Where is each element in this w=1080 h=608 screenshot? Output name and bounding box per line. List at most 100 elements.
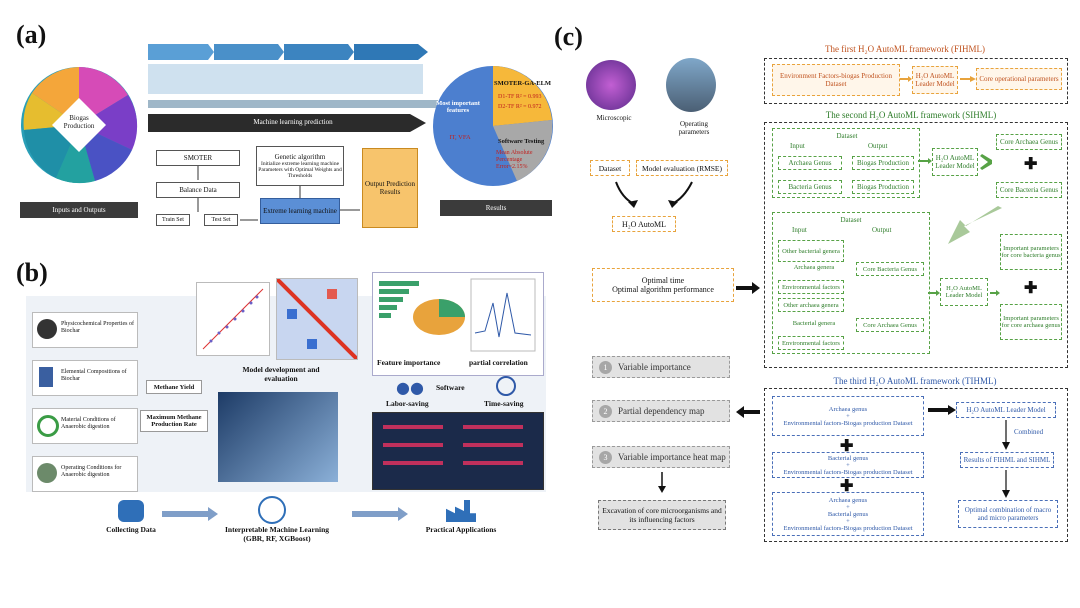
analyzer-icon [39,367,53,387]
pie-testing: Software Testing [498,138,545,145]
plus-sign: + [846,517,850,525]
excavation-box: Excavation of core microorganisms and it… [598,500,726,530]
fihml-core: Core operational parameters [976,68,1062,90]
plus-icon-4: ✚ [840,478,854,495]
panel-label-c: (c) [554,22,583,51]
step-num-3: 3 [599,450,612,464]
sihml-arrows-2 [928,290,1000,296]
pie-features: Most important features [436,100,480,115]
input-card-3: Material Conditions of Anaerobic digesti… [32,408,138,444]
fihml-dataset: Environment Factors-biogas Production Da… [772,64,900,96]
tihml-arrows [928,405,1010,498]
sihml-archaea-g: Archaea genera [793,264,835,271]
correlation-heatmap-thumb [275,277,359,361]
sihml-archaea: Archaea Genus [778,156,842,170]
step-num-2: 2 [599,404,612,418]
ml-arrows-banner: Machine learning prediction [148,40,438,132]
sihml-leader2: H₂O AutoML Leader Model [940,278,988,306]
tihml-combined: Combined [1014,428,1044,436]
input-card-1: Physicochemical Properties of Biochar [32,312,138,348]
stopwatch-icon [496,376,516,396]
b-bottom-arrows [162,507,408,521]
plant-icon [37,463,57,483]
pie-r2a: D1-TF R² = 0.993 [498,94,542,100]
people-icon: ●● [396,378,424,397]
wheel-caption: Inputs and Outputs [20,202,138,218]
input-card-4: Operating Conditions for Anaerobic diges… [32,456,138,492]
sihml-other-bact: Other bacterial genera [778,240,844,262]
sihml-core-bact-genus: Core Bacteria Genus [856,262,924,276]
sihml-dataset2-label: Dataset [840,216,862,224]
sihml-bacteria: Bacteria Genus [778,180,842,194]
tihml-d1: Archaea genus+Environmental factors-Biog… [772,396,924,436]
tihml-results: Results of FIHML and SIHML [960,452,1054,468]
input-label-2: Elemental Compositions of Biochar [61,369,127,382]
sihml-core-archaea: Core Archaea Genus [996,134,1062,150]
tihml-frame [764,388,1068,542]
sihml-dataset-box [772,128,920,198]
sihml-biogas2: Biogas Production [852,180,914,194]
step-label-3: Variable importance heat map [618,452,726,462]
inputs-outputs-wheel: Biogas Production [20,50,138,200]
sihml-biogas1: Biogas Production [852,156,914,170]
optimal-text: Optimal time Optimal algorithm performan… [612,276,714,294]
tihml-d3a: Archaea genus [828,496,868,504]
time-saving-label: Time-saving [484,399,524,408]
input-label-1: Physicochemical Properties of Biochar [61,321,134,334]
brain-icon [258,496,286,524]
tihml-d1a: Archaea genus [828,405,868,413]
b-input-list: Physicochemical Properties of Biochar El… [32,312,138,492]
genetic-desc: Initialize extreme learning machine Para… [258,160,342,180]
input-card-2: Elemental Compositions of Biochar [32,360,138,396]
plus-icon-3: ✚ [840,438,854,455]
h2o-automl-box: H₂O AutoML [612,216,676,232]
ring-icon [37,415,59,437]
c-dataset-box: Dataset [590,160,630,176]
fihml-frame [764,58,1068,104]
labor-saving-label: Labor-saving [386,399,429,408]
microscopic-label: Microscopic [596,114,632,122]
ml-prediction-label: Machine learning prediction [253,118,333,126]
plus-sign: + [846,461,850,469]
operating-label: Operating parameters [678,120,710,137]
plus-sign: + [846,412,850,420]
a-flow-arrows [197,166,360,221]
step-label-2: Partial dependency map [618,406,705,416]
factory-icon [446,500,476,522]
step-label-1: Variable importance [618,362,691,372]
wheel-center-label: Biogas Production [63,114,95,131]
panel-label-a: (a) [16,20,47,49]
plus-icon-2: ✚ [1024,280,1038,297]
practical-label: Practical Applications [425,525,497,534]
sihml-output-label: Output [868,142,888,150]
max-methane-box: Maximum Methane Production Rate [140,410,208,432]
iml-label: Interpretable Machine Learning (GBR, RF,… [224,525,330,543]
sihml-imp-arch: Important parameters for core archaea ge… [1000,304,1062,340]
software-label: Software [436,383,465,392]
pie-mape: Mean Absolute Percentage Error=2.15% [496,150,533,170]
optimal-box: Optimal time Optimal algorithm performan… [592,268,734,302]
tihml-d2b: Environmental factors-Biogas production … [783,468,913,476]
pie-xvar: IT, VFA [449,134,471,141]
methane-yield-box: Methane Yield [146,380,202,394]
genetic-algorithm-box: Genetic algorithm Initialize extreme lea… [256,146,344,186]
tihml-leader: H₂O AutoML Leader Model [956,402,1056,418]
plus-icon-1: ✚ [1024,156,1038,173]
tihml-d1b: Environmental factors-Biogas production … [783,419,913,427]
sihml-bact-g: Bacterial genera [792,320,836,327]
sihml-imp-bact: Important parameters for core bacteria g… [1000,234,1062,270]
output-prediction-box: Output Prediction Results [362,148,418,228]
step-heatmap: 3 Variable importance heat map [592,446,730,468]
sihml-input-label: Input [790,142,805,150]
sihml-frame [764,122,1068,368]
balance-data-box: Balance Data [156,182,240,198]
database-icon [118,500,144,522]
train-set-box: Train Set [156,214,190,226]
feature-importance-card: Feature importance partial correlation [372,272,544,376]
input-label-3: Material Conditions of Anaerobic digesti… [61,417,116,430]
input-label-4: Operating Conditions for Anaerobic diges… [61,465,122,478]
model-dev-label: Model development and evaluation [242,365,320,383]
results-pie: SMOTER-GA-ELM D1-TF R² = 0.993 D2-TF R² … [432,48,554,198]
sihml-core-arch-genus: Core Archaea Genus [856,318,924,332]
